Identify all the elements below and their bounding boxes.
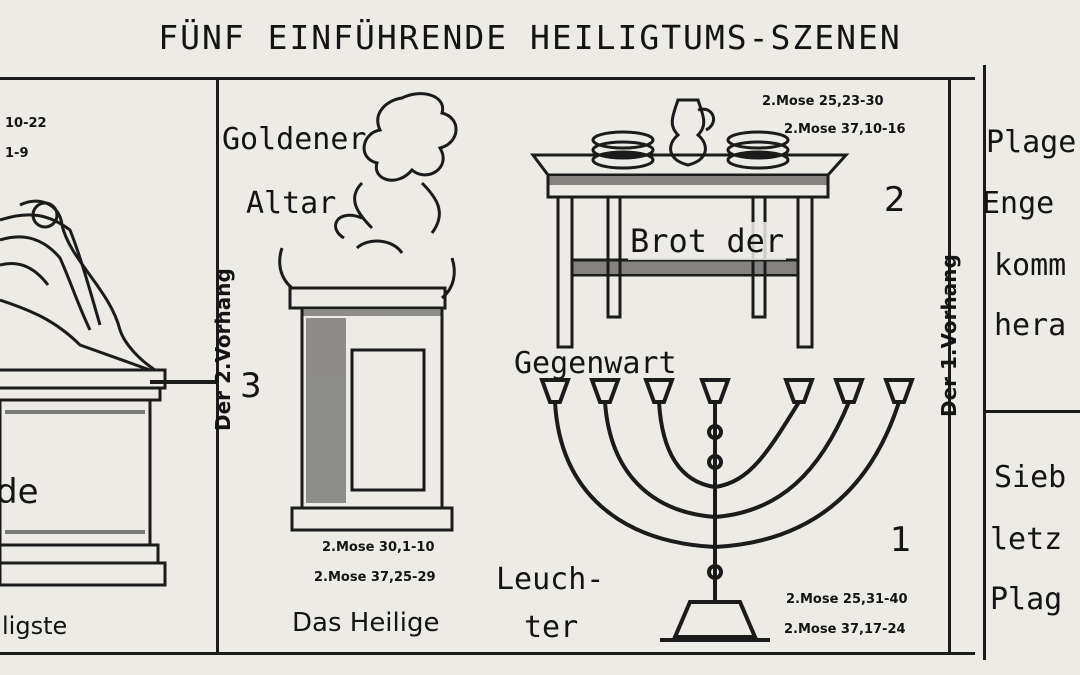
frame-bottom-line xyxy=(0,652,975,655)
right-column-rule xyxy=(983,65,986,660)
showbread-table-illustration xyxy=(530,98,850,349)
bread-label-1: Brot der xyxy=(628,222,787,260)
altar-number: 3 xyxy=(240,366,262,406)
bread-number: 2 xyxy=(884,180,906,220)
divider-second-curtain xyxy=(216,77,219,655)
lamp-ref-2: 2.Mose 37,17-24 xyxy=(784,622,906,637)
right-text-bottom-1: Sieb xyxy=(994,460,1067,495)
right-text-top-3: komm xyxy=(994,248,1067,283)
golden-altar-illustration xyxy=(278,92,458,532)
ark-of-covenant-illustration xyxy=(0,199,216,587)
divider-first-curtain xyxy=(948,77,951,655)
altar-ref-2: 2.Mose 37,25-29 xyxy=(314,570,436,585)
right-text-bottom-2: letz xyxy=(990,522,1063,557)
lamp-label-2: ter xyxy=(524,610,579,645)
page-title: FÜNF EINFÜHRENDE HEILIGTUMS-SZENEN xyxy=(158,18,902,57)
bread-ref-1: 2.Mose 25,23-30 xyxy=(762,94,884,109)
frame-top-line xyxy=(0,77,975,80)
bread-label-2: Gegenwart xyxy=(514,346,677,381)
bread-ref-2: 2.Mose 37,10-16 xyxy=(784,122,906,137)
right-text-top-1: Plage xyxy=(986,125,1077,160)
second-curtain-label: Der 2.Vorhang xyxy=(211,268,235,431)
lamp-ref-1: 2.Mose 25,31-40 xyxy=(786,592,908,607)
left-ref-1: 10-22 xyxy=(5,116,47,131)
first-curtain-label: Der 1.Vorhang xyxy=(937,254,961,417)
menorah-illustration xyxy=(539,378,915,642)
right-text-top-4: hera xyxy=(994,308,1067,343)
right-text-bottom-3: Plag xyxy=(990,582,1063,617)
lamp-label-1: Leuch- xyxy=(496,562,605,597)
right-text-top-2: Enge xyxy=(982,186,1055,221)
lamp-number: 1 xyxy=(890,520,912,560)
right-column-split xyxy=(983,410,1080,413)
left-fragment-text: de xyxy=(0,472,39,512)
left-ref-2: 1-9 xyxy=(5,146,29,161)
center-caption: Das Heilige xyxy=(292,608,440,638)
left-panel-caption: ligste xyxy=(2,612,68,640)
altar-label-2: Altar xyxy=(246,186,337,221)
altar-ref-1: 2.Mose 30,1-10 xyxy=(322,540,435,555)
altar-label-1: Goldener xyxy=(222,122,367,157)
